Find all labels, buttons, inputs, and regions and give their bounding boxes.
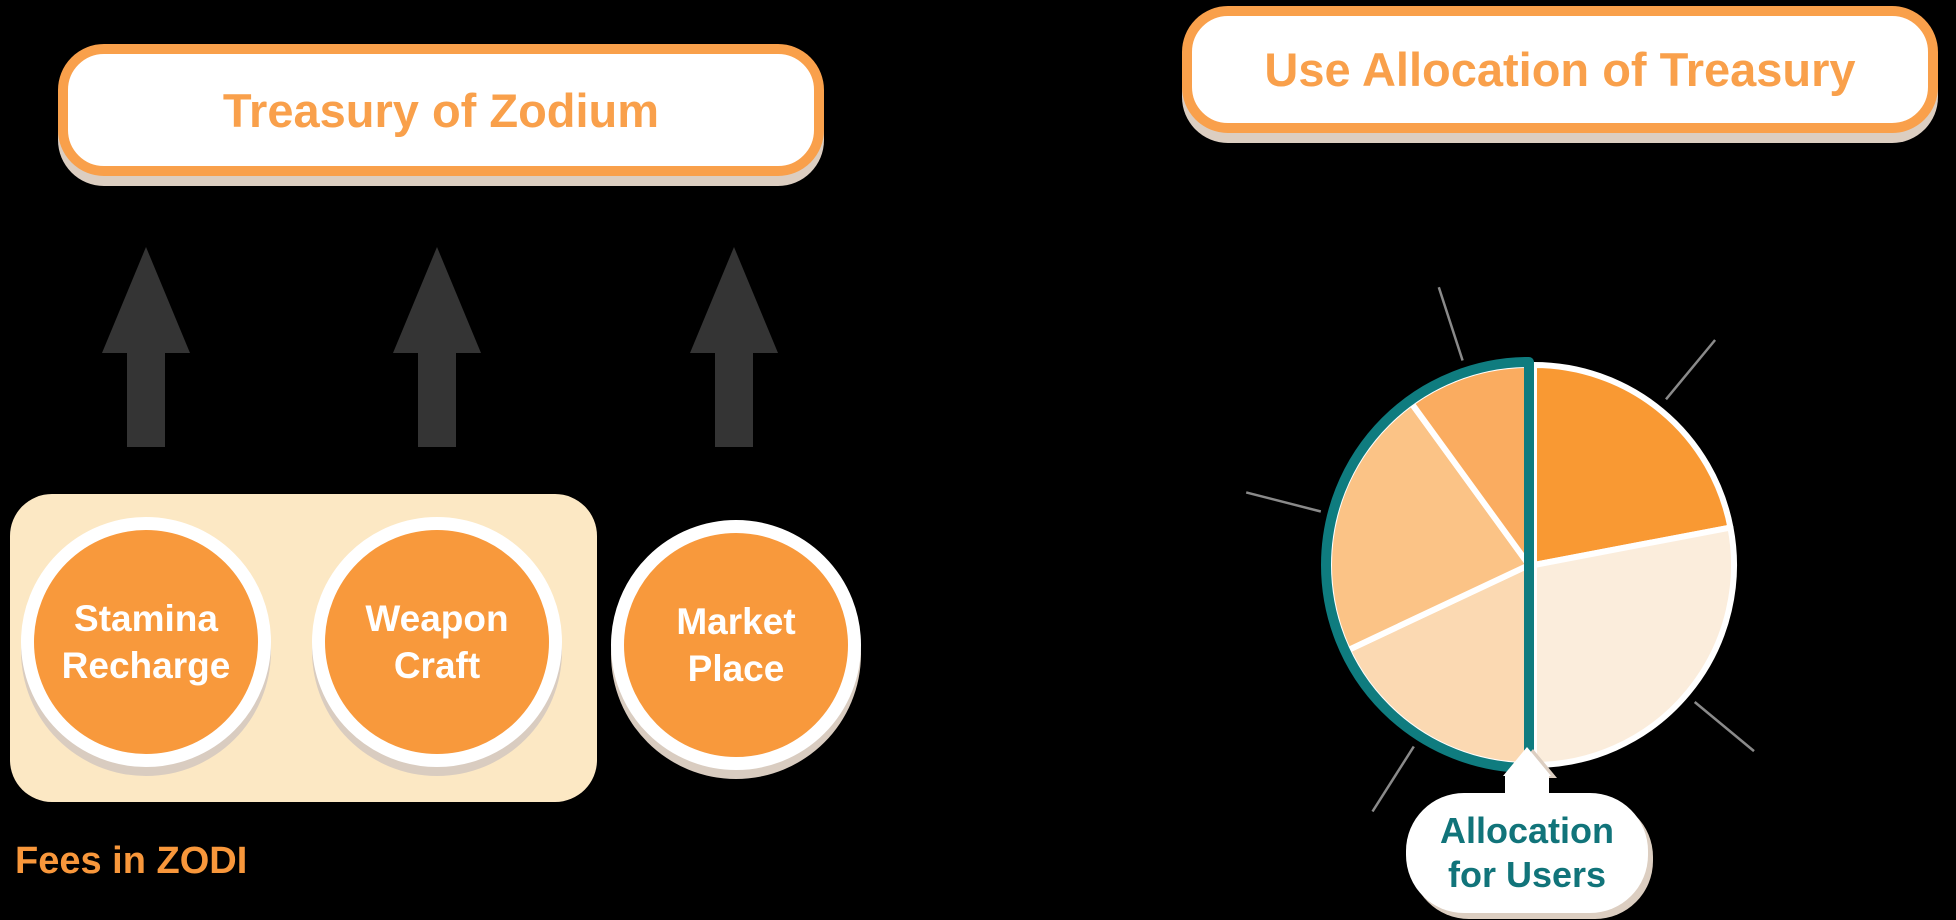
arrow-shaft	[418, 353, 456, 447]
pie-leader-tick	[1665, 339, 1717, 401]
callout-pointer-icon	[1503, 747, 1551, 776]
source-circle-market-place: Market Place	[611, 520, 861, 770]
fees-in-zodi-label: Fees in ZODI	[15, 840, 248, 882]
treasury-box: Treasury of Zodium	[58, 44, 824, 176]
pie-leader-tick	[1693, 701, 1755, 753]
arrow-shaft	[127, 353, 165, 447]
pie-leader-tick	[1371, 745, 1415, 813]
up-arrow-icon	[102, 247, 190, 447]
arrow-head	[102, 247, 190, 353]
use-allocation-title-box: Use Allocation of Treasury	[1182, 6, 1938, 133]
callout-label-line: Allocation	[1439, 810, 1614, 851]
circle-label-line: Weapon	[365, 598, 509, 639]
circle-label-line: Stamina	[74, 598, 218, 639]
pie-leader-tick	[1437, 286, 1464, 361]
arrow-head	[690, 247, 778, 353]
arrow-shaft	[715, 353, 753, 447]
up-arrow-icon	[690, 247, 778, 447]
treasury-title: Treasury of Zodium	[222, 83, 660, 137]
pie-slice-1	[1531, 362, 1734, 568]
treasury-allocation-pie-chart	[1245, 286, 1755, 813]
up-arrow-icon	[393, 247, 481, 447]
pie-slice-2	[1531, 524, 1737, 768]
arrow-head	[393, 247, 481, 353]
pie-leader-tick	[1245, 491, 1322, 513]
allocation-for-users-callout: Allocation for Users	[1406, 793, 1648, 913]
callout-pointer-base	[1505, 775, 1549, 805]
source-circle-stamina-recharge: Stamina Recharge	[21, 517, 271, 767]
source-circle-weapon-craft: Weapon Craft	[312, 517, 562, 767]
use-allocation-title: Use Allocation of Treasury	[1264, 43, 1856, 96]
circle-label-line: Market	[676, 601, 796, 642]
callout-label-line: for Users	[1447, 854, 1607, 895]
circle-label-line: Place	[687, 648, 785, 689]
circle-label-line: Craft	[393, 645, 481, 686]
pie-left-half-highlight	[1321, 357, 1534, 773]
circle-label-line: Recharge	[61, 645, 231, 686]
